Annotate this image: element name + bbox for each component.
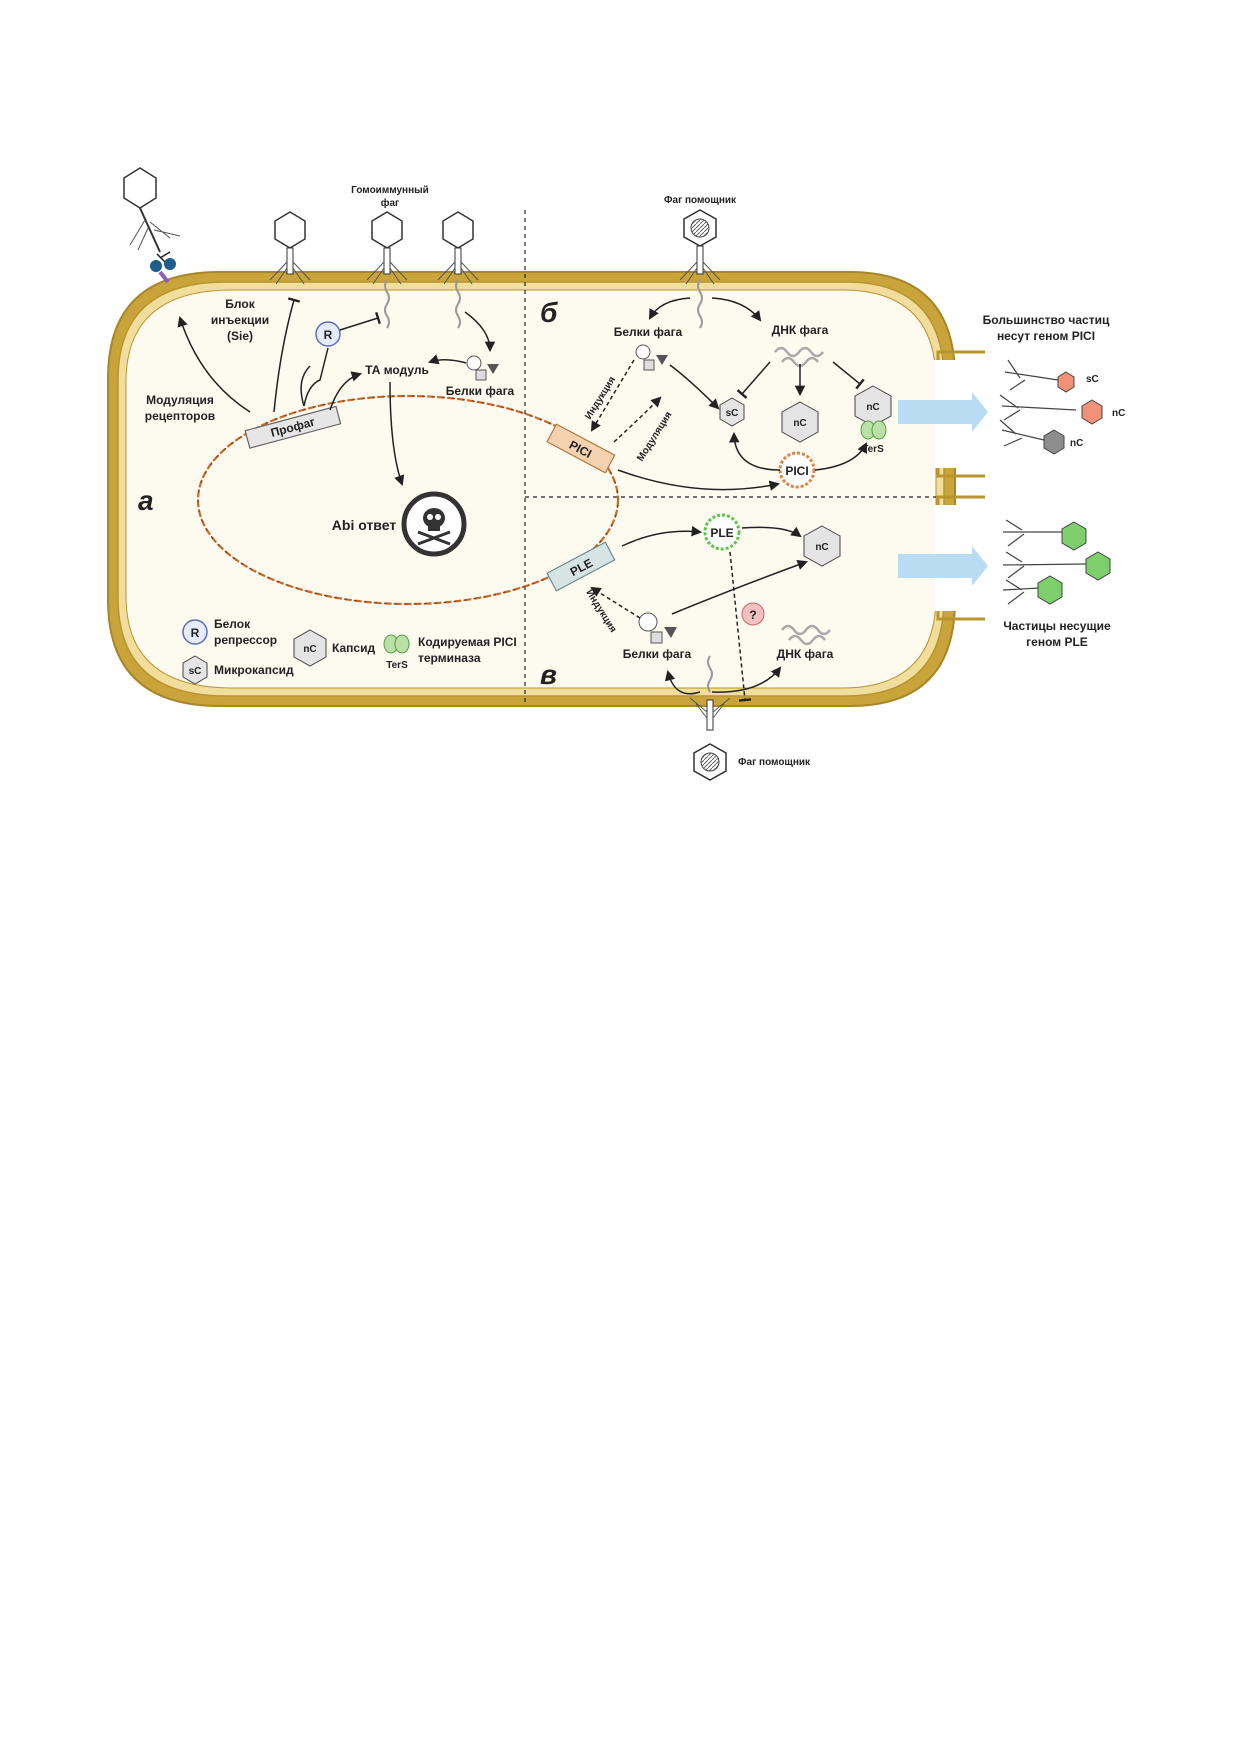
ple-circle: PLE (703, 513, 741, 551)
svg-text:TerS: TerS (862, 444, 884, 455)
svg-text:nC: nC (866, 402, 879, 413)
ple-particles-label-2: геном PLE (1026, 635, 1088, 649)
ple-particles-label: Частицы несущие (1003, 619, 1111, 633)
phage-proteins-icon-a (466, 355, 499, 381)
external-phage-receptor (123, 167, 181, 284)
output-arrow-pici (898, 392, 988, 432)
helper-phage-bottom (689, 655, 731, 781)
phage-proteins-label-v: Белки фага (623, 647, 692, 661)
legend-terminase-icon: TerS (383, 634, 410, 671)
capsid-ters-icon-b: nC TerS (854, 385, 892, 455)
helper-phage-bottom-label: Фаг помощник (738, 757, 811, 768)
svg-text:sC: sC (1086, 374, 1099, 385)
phage-dna-label-b: ДНК фага (772, 323, 829, 337)
phage-injecting-1 (269, 211, 311, 285)
pici-box: PICI (546, 423, 616, 474)
capsid-icon-v: nC (803, 525, 841, 567)
phage-proteins-icon-b (635, 344, 668, 371)
helper-phage-top-label: Фаг помощник (664, 195, 737, 206)
block-injection-label-2: инъекции (211, 313, 269, 327)
phage-proteins-label-b: Белки фага (614, 325, 683, 339)
ple-box: PLE (546, 541, 616, 592)
svg-text:nC: nC (793, 418, 806, 429)
panel-a-arrows (177, 297, 496, 486)
svg-text:?: ? (749, 608, 756, 622)
legend-repressor-label: Белок (214, 617, 251, 631)
question-icon: ? (741, 602, 765, 626)
svg-text:nC: nC (1112, 408, 1125, 419)
output-arrow-ple (898, 546, 988, 586)
phage-homoimmune (366, 211, 408, 329)
chromosome (196, 394, 620, 606)
svg-text:R: R (191, 626, 200, 640)
panel-b-arrows (590, 297, 867, 491)
panel-v-arrows (590, 525, 808, 702)
svg-text:PLE: PLE (710, 526, 733, 540)
legend-capsid-label: Капсид (332, 641, 375, 655)
block-injection-label-3: (Sie) (227, 329, 253, 343)
skull-icon (401, 491, 467, 557)
legend-terminase-label: Кодируемая PICI (418, 635, 517, 649)
panel-b-letter: б (540, 297, 558, 328)
majority-pici-label-2: несут геном PICI (997, 329, 1095, 343)
phage-dna-label-v: ДНК фага (777, 647, 834, 661)
phage-proteins-icon-v (638, 612, 677, 644)
legend: R Белок репрессор sC Микрокапсид nC Капс… (182, 617, 517, 685)
block-injection-label: Блок (225, 297, 255, 311)
abi-response-label: Abi ответ (332, 517, 397, 533)
receptor-icon (150, 260, 162, 272)
pici-particles: sC nC nC (999, 359, 1125, 455)
majority-pici-label: Большинство частиц (983, 313, 1110, 327)
homoimmune-phage-label: Гомоиммунный (351, 185, 429, 196)
svg-text:sC: sC (189, 666, 202, 677)
receptor-modulation-label-2: рецепторов (145, 409, 215, 423)
phage-proteins-label-a: Белки фага (446, 384, 515, 398)
microcapsid-icon-b: sC (719, 397, 745, 427)
svg-text:R: R (324, 328, 333, 342)
panel-a-letter: а (138, 485, 154, 516)
legend-terminase-label-2: терминаза (418, 651, 481, 665)
legend-repressor-label-2: репрессор (214, 633, 277, 647)
svg-text:nC: nC (1070, 438, 1083, 449)
legend-microcapsid-label: Микрокапсид (214, 663, 294, 677)
svg-text:PICI: PICI (785, 464, 808, 478)
legend-microcapsid-icon: sC (182, 655, 208, 685)
helper-phage-top (679, 209, 721, 329)
receptor-modulation-label: Модуляция (146, 393, 214, 407)
phage-injecting-3 (437, 211, 479, 329)
ple-particles (1002, 519, 1111, 605)
phage-dna-icon-v (781, 624, 831, 646)
svg-text:nC: nC (815, 542, 828, 553)
homoimmune-phage-label-2: фаг (381, 197, 399, 209)
svg-text:nC: nC (303, 644, 316, 655)
ta-module-label: ТА модуль (365, 363, 429, 377)
legend-repressor-icon: R (182, 619, 208, 645)
legend-capsid-icon: nC (293, 629, 327, 667)
svg-text:TerS: TerS (386, 660, 408, 671)
capsid-icon-b: nC (781, 401, 819, 443)
pici-circle: PICI (778, 451, 816, 489)
svg-text:sC: sC (726, 408, 739, 419)
panel-v-letter: в (540, 659, 557, 690)
repressor-icon: R (315, 321, 341, 347)
